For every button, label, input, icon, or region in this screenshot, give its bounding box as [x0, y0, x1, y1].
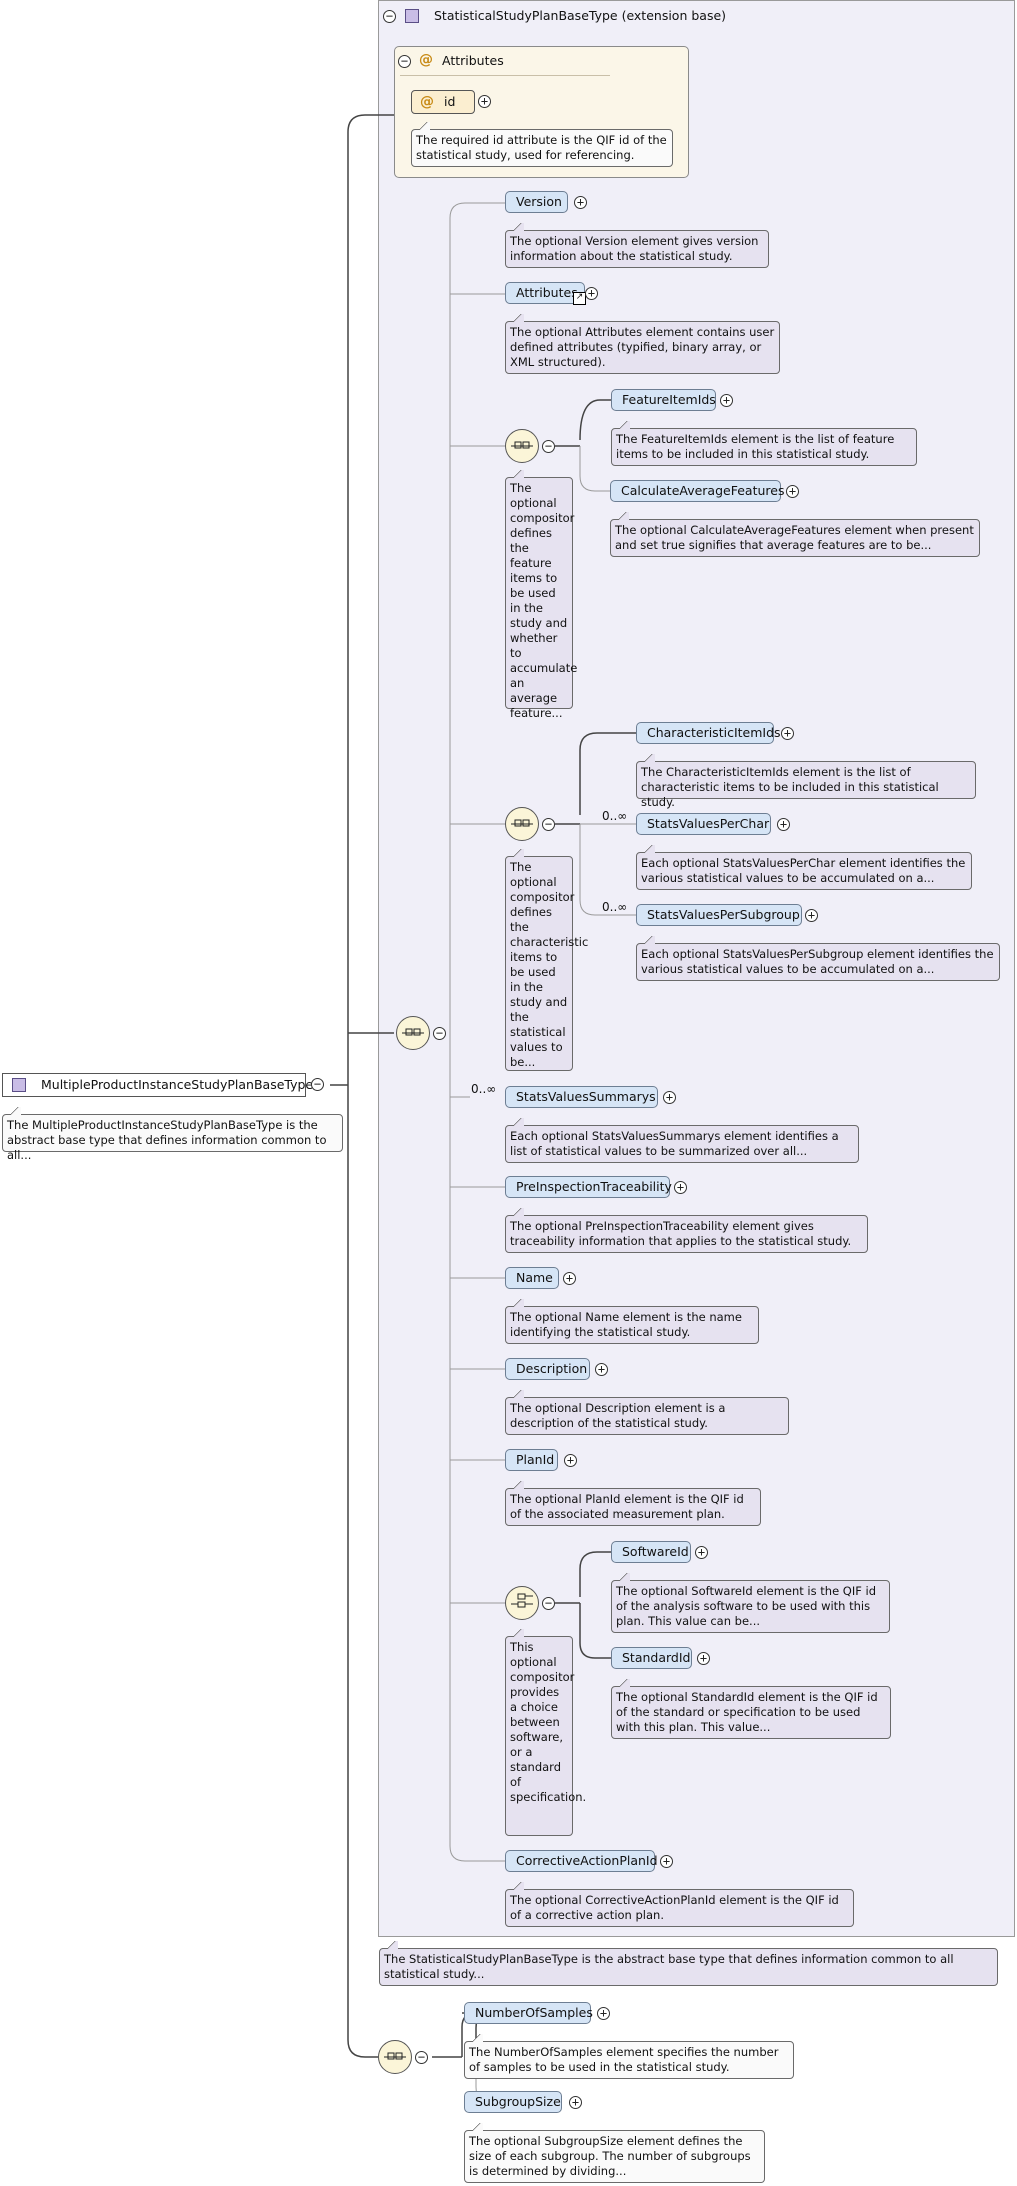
version-doc: The optional Version element gives versi… — [505, 223, 769, 268]
element-standard-id[interactable]: StandardId — [611, 1647, 692, 1669]
root-element-label: MultipleProductInstanceStudyPlanBaseType — [41, 1077, 314, 1092]
expand-stats-values-per-char-icon[interactable]: + — [777, 818, 790, 831]
collapse-features-icon[interactable]: − — [542, 440, 555, 453]
stats-values-per-char-occurrence: 0..∞ — [602, 809, 628, 823]
attributes-divider — [400, 75, 610, 76]
characteristics-compositor-doc: The optional compositor defines the char… — [505, 849, 588, 1071]
root-type-icon — [12, 1078, 26, 1092]
expand-version-icon[interactable]: + — [574, 196, 587, 209]
expand-number-of-samples-icon[interactable]: + — [597, 2007, 610, 2020]
collapse-choice-icon[interactable]: − — [542, 1597, 555, 1610]
subgroup-size-doc: The optional SubgroupSize element define… — [464, 2123, 765, 2183]
expand-description-icon[interactable]: + — [595, 1363, 608, 1376]
stats-values-summarys-doc: Each optional StatsValuesSummarys elemen… — [505, 1118, 859, 1163]
expand-corrective-action-plan-id-icon[interactable]: + — [660, 1855, 673, 1868]
expand-name-icon[interactable]: + — [563, 1272, 576, 1285]
element-subgroup-size[interactable]: SubgroupSize — [464, 2091, 562, 2113]
root-doc: The MultipleProductInstanceStudyPlanBase… — [2, 1107, 343, 1162]
plan-id-doc: The optional PlanId element is the QIF i… — [505, 1481, 761, 1526]
element-corrective-action-plan-id[interactable]: CorrectiveActionPlanId — [505, 1850, 658, 1872]
id-doc: The required id attribute is the QIF id … — [411, 122, 673, 167]
element-attributes-label: Attributes — [516, 285, 578, 300]
features-compositor-doc: The optional compositor defines the feat… — [505, 470, 577, 720]
element-version[interactable]: Version — [505, 191, 568, 213]
element-pre-inspection-traceability[interactable]: PreInspectionTraceability — [505, 1176, 672, 1198]
element-plan-id[interactable]: PlanId — [505, 1449, 558, 1471]
reference-arrow-icon: ↗ — [573, 292, 586, 305]
pre-inspection-traceability-doc: The optional PreInspectionTraceability e… — [505, 1208, 868, 1253]
element-characteristic-item-ids[interactable]: CharacteristicItemIds — [636, 722, 781, 746]
number-of-samples-doc: The NumberOfSamples element specifies th… — [464, 2034, 794, 2079]
sequence-icon — [511, 441, 533, 449]
attribute-icon: @ — [419, 52, 433, 68]
expand-subgroup-size-icon[interactable]: + — [569, 2096, 582, 2109]
corrective-action-plan-id-doc: The optional CorrectiveActionPlanId elem… — [505, 1882, 854, 1927]
stats-values-per-subgroup-occurrence: 0..∞ — [602, 900, 628, 914]
feature-item-ids-doc: The FeatureItemIds element is the list o… — [611, 421, 917, 466]
choice-icon — [511, 1593, 533, 1608]
software-id-doc: The optional SoftwareId element is the Q… — [611, 1573, 890, 1633]
element-calculate-average-features[interactable]: CalculateAverageFeatures — [610, 480, 784, 502]
element-name[interactable]: Name — [505, 1267, 559, 1289]
element-stats-values-per-char[interactable]: StatsValuesPerChar — [636, 813, 773, 837]
characteristics-sequence-compositor[interactable] — [505, 807, 539, 841]
expand-characteristic-item-ids-icon[interactable]: + — [781, 727, 794, 740]
calculate-average-features-doc: The optional CalculateAverageFeatures el… — [610, 512, 980, 557]
characteristic-item-ids-doc: The CharacteristicItemIds element is the… — [636, 754, 976, 809]
expand-id-icon[interactable]: + — [478, 95, 491, 108]
expand-calculate-average-features-icon[interactable]: + — [786, 485, 799, 498]
stats-values-per-char-doc: Each optional StatsValuesPerChar element… — [636, 845, 972, 890]
extension-base-title: StatisticalStudyPlanBaseType (extension … — [434, 8, 727, 23]
collapse-root-icon[interactable]: − — [311, 1078, 324, 1091]
element-number-of-samples[interactable]: NumberOfSamples — [464, 2002, 593, 2024]
collapse-characteristics-icon[interactable]: − — [542, 818, 555, 831]
expand-feature-item-ids-icon[interactable]: + — [720, 394, 733, 407]
main-sequence-compositor[interactable] — [396, 1016, 430, 1050]
element-description[interactable]: Description — [505, 1358, 590, 1380]
description-doc: The optional Description element is a de… — [505, 1390, 789, 1435]
attributes-element-doc: The optional Attributes element contains… — [505, 314, 780, 374]
expand-software-id-icon[interactable]: + — [695, 1546, 708, 1559]
sequence-icon — [384, 2052, 406, 2060]
element-attributes[interactable]: Attributes ↗ — [505, 282, 586, 305]
attribute-id-label: id — [444, 94, 456, 109]
choice-compositor-doc: This optional compositor provides a choi… — [505, 1629, 586, 1836]
stats-values-per-subgroup-doc: Each optional StatsValuesPerSubgroup ele… — [636, 936, 1000, 981]
sequence-icon — [402, 1028, 424, 1036]
attributes-title: Attributes — [442, 53, 504, 68]
expand-pre-inspection-traceability-icon[interactable]: + — [674, 1181, 687, 1194]
bottom-sequence-compositor[interactable] — [378, 2040, 412, 2074]
expand-stats-values-summarys-icon[interactable]: + — [663, 1091, 676, 1104]
name-doc: The optional Name element is the name id… — [505, 1299, 759, 1344]
element-stats-values-per-subgroup[interactable]: StatsValuesPerSubgroup — [636, 904, 804, 928]
attribute-id[interactable]: @ id — [411, 90, 475, 114]
attribute-id-icon: @ — [420, 94, 434, 110]
collapse-main-sequence-icon[interactable]: − — [433, 1027, 446, 1040]
element-feature-item-ids[interactable]: FeatureItemIds — [611, 389, 718, 413]
stats-values-summarys-occurrence: 0..∞ — [471, 1082, 497, 1096]
standard-id-doc: The optional StandardId element is the Q… — [611, 1679, 891, 1739]
features-sequence-compositor[interactable] — [505, 429, 539, 463]
collapse-extension-icon[interactable]: − — [383, 10, 396, 23]
collapse-attributes-icon[interactable]: − — [398, 55, 411, 68]
element-software-id[interactable]: SoftwareId — [611, 1541, 691, 1563]
expand-stats-values-per-subgroup-icon[interactable]: + — [805, 909, 818, 922]
sequence-icon — [511, 819, 533, 827]
element-stats-values-summarys[interactable]: StatsValuesSummarys — [505, 1086, 660, 1110]
choice-compositor[interactable] — [505, 1586, 539, 1620]
root-element[interactable]: MultipleProductInstanceStudyPlanBaseType — [2, 1073, 313, 1097]
expand-plan-id-icon[interactable]: + — [564, 1454, 577, 1467]
complex-type-icon — [405, 9, 419, 23]
expand-attributes-icon[interactable]: + — [585, 287, 598, 300]
expand-standard-id-icon[interactable]: + — [697, 1652, 710, 1665]
extension-base-doc: The StatisticalStudyPlanBaseType is the … — [379, 1941, 998, 1986]
collapse-bottom-sequence-icon[interactable]: − — [415, 2051, 428, 2064]
